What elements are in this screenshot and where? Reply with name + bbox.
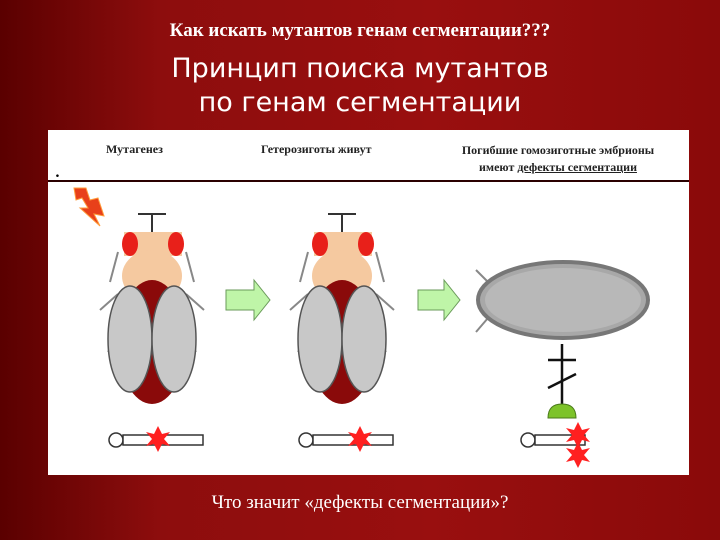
chromosome-icon <box>298 432 394 448</box>
fly-icon <box>289 213 395 404</box>
main-title-line1: Принцип поиска мутантов <box>171 53 549 84</box>
bullet: . <box>55 165 60 181</box>
main-title: Принцип поиска мутантов по генам сегмент… <box>0 52 720 120</box>
diagram-panel: . Мутагенез Гетерозиготы живут Погибшие … <box>48 130 689 475</box>
header-divider <box>48 180 689 182</box>
label-homozygotes-line2: имеют дефекты сегментации <box>428 159 688 176</box>
label-homozygotes-underlined: дефекты сегментации <box>517 160 637 174</box>
label-heterozygotes: Гетерозиготы живут <box>261 142 372 156</box>
mutation-star-icon <box>146 426 170 452</box>
top-title: Как искать мутантов генам сегментации??? <box>169 20 551 41</box>
main-title-line2: по генам сегментации <box>198 87 522 118</box>
label-mutagenesis: Мутагенез <box>106 142 163 156</box>
embryo-icon <box>475 260 650 340</box>
label-homozygotes: Погибшие гомозиготные эмбрионы имеют деф… <box>428 142 688 176</box>
question-text: Что значит «дефекты сегментации»? <box>211 492 509 513</box>
arrow-right-icon <box>225 278 271 322</box>
arrow-right-icon <box>417 278 461 322</box>
fly-icon <box>99 213 205 404</box>
grave-cross-icon <box>547 344 577 419</box>
panel-header: . Мутагенез Гетерозиготы живут Погибшие … <box>48 130 689 181</box>
lightning-icon <box>73 187 105 227</box>
label-homozygotes-prefix: имеют <box>479 160 518 174</box>
label-homozygotes-line1: Погибшие гомозиготные эмбрионы <box>461 143 655 157</box>
mutation-star-icon <box>566 442 590 468</box>
diagram-svg <box>73 187 650 468</box>
mutation-star-icon <box>566 422 590 448</box>
chromosome-icon <box>520 432 586 448</box>
mutation-star-icon <box>348 426 372 452</box>
